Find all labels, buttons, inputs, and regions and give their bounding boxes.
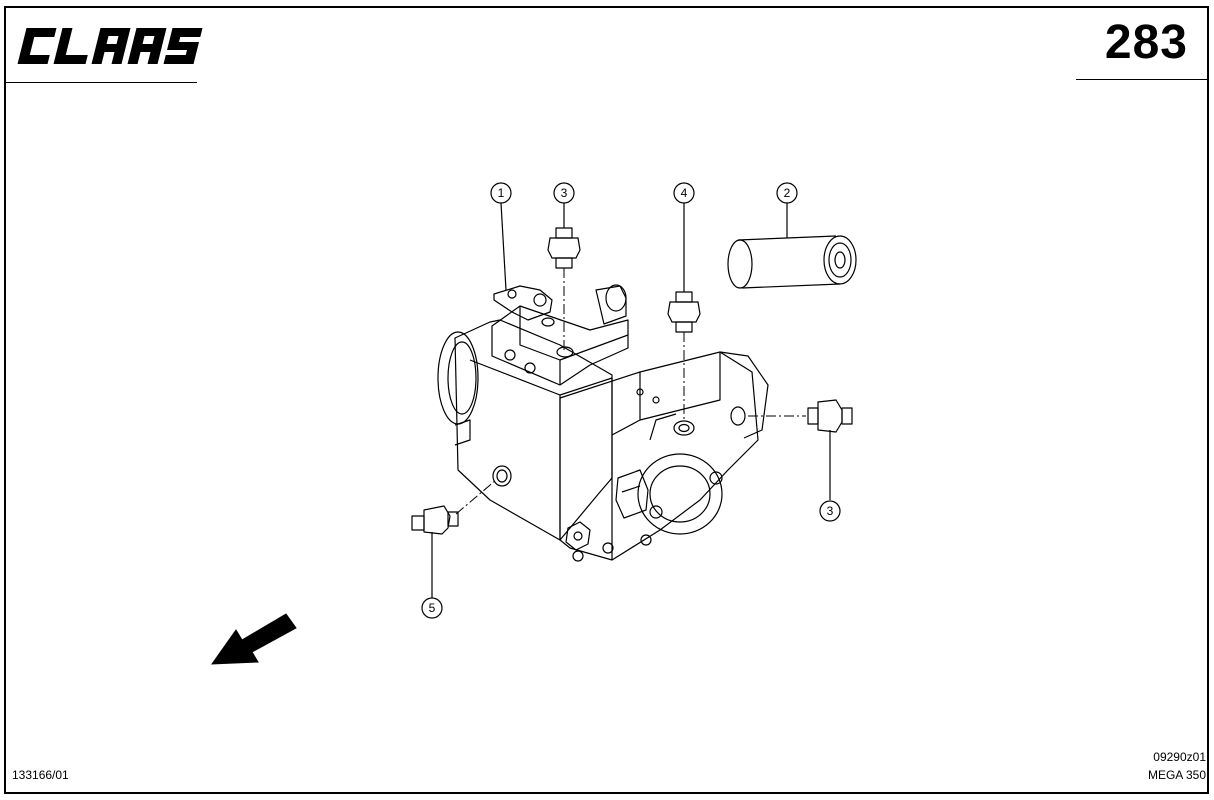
assembly-centerlines xyxy=(455,268,806,515)
leader-lines xyxy=(431,202,831,598)
fitting-item-3-right xyxy=(807,399,853,433)
claas-logo xyxy=(17,28,203,64)
callout-3-right: 3 xyxy=(827,504,834,518)
fitting-item-3-top xyxy=(547,227,581,269)
page-number: 283 xyxy=(1104,16,1188,69)
fitting-item-5 xyxy=(411,505,459,535)
callout-5: 5 xyxy=(429,601,436,615)
filter-cartridge xyxy=(727,235,857,289)
callout-4: 4 xyxy=(681,186,688,200)
fitting-item-4 xyxy=(667,291,701,333)
page-frame xyxy=(4,6,1209,794)
drawing-reference: 09290z01 xyxy=(1153,750,1206,764)
callout-2: 2 xyxy=(784,186,791,200)
callout-1: 1 xyxy=(498,186,505,200)
callout-3-top: 3 xyxy=(561,186,568,200)
callout-circles xyxy=(421,182,841,619)
direction-arrow-icon xyxy=(211,613,297,665)
header-rule-right xyxy=(1076,79,1209,80)
hydraulic-pump-assembly xyxy=(437,284,769,562)
document-number: 133166/01 xyxy=(12,768,69,782)
model-name: MEGA 350 xyxy=(1147,768,1206,782)
header-rule-left xyxy=(4,82,197,83)
